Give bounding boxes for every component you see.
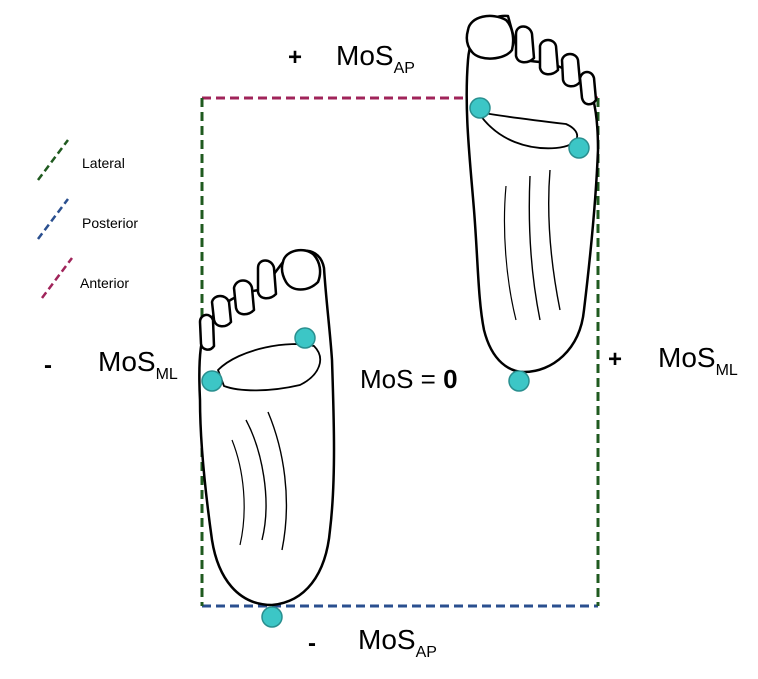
- mos-zero-label: MoS = 0: [360, 366, 458, 392]
- marker-right-foot-heel: [508, 370, 530, 392]
- legend-swatch-anterior: [41, 257, 73, 299]
- marker-left-foot-lateral: [201, 370, 223, 392]
- legend-label-lateral: Lateral: [82, 155, 125, 171]
- mos-zero-prefix: MoS =: [360, 364, 444, 394]
- plus-ap-label: MoSAP: [336, 42, 415, 77]
- plus-ap-main: MoS: [336, 40, 394, 71]
- right-foot-icon: [465, 14, 600, 374]
- marker-right-foot-toe: [469, 97, 491, 119]
- legend-swatch-posterior: [37, 198, 69, 240]
- minus-ml-label: MoSML: [98, 348, 178, 383]
- left-foot-icon: [198, 248, 336, 607]
- legend-label-posterior: Posterior: [82, 215, 139, 231]
- plus-ap-sign: +: [288, 44, 303, 71]
- minus-ml-sign: -: [44, 352, 52, 379]
- marker-left-foot-heel: [261, 606, 283, 628]
- minus-ap-sub: AP: [415, 644, 437, 661]
- marker-right-foot-lateral: [568, 137, 590, 159]
- minus-ap-label: MoSAP: [358, 626, 437, 661]
- minus-ml-sub: ML: [155, 366, 178, 383]
- plus-ml-sub: ML: [715, 362, 738, 379]
- minus-ml-main: MoS: [98, 346, 156, 377]
- legend-label-anterior: Anterior: [80, 275, 130, 291]
- minus-ap-main: MoS: [358, 624, 416, 655]
- plus-ml-main: MoS: [658, 342, 716, 373]
- minus-ap-sign: -: [308, 630, 316, 657]
- plus-ap-sub: AP: [393, 60, 415, 77]
- mos-zero-value: 0: [443, 364, 458, 394]
- plus-ml-label: MoSML: [658, 344, 738, 379]
- plus-ml-sign: +: [608, 346, 623, 373]
- marker-left-foot-medial: [294, 327, 316, 349]
- legend-swatch-lateral: [37, 139, 69, 181]
